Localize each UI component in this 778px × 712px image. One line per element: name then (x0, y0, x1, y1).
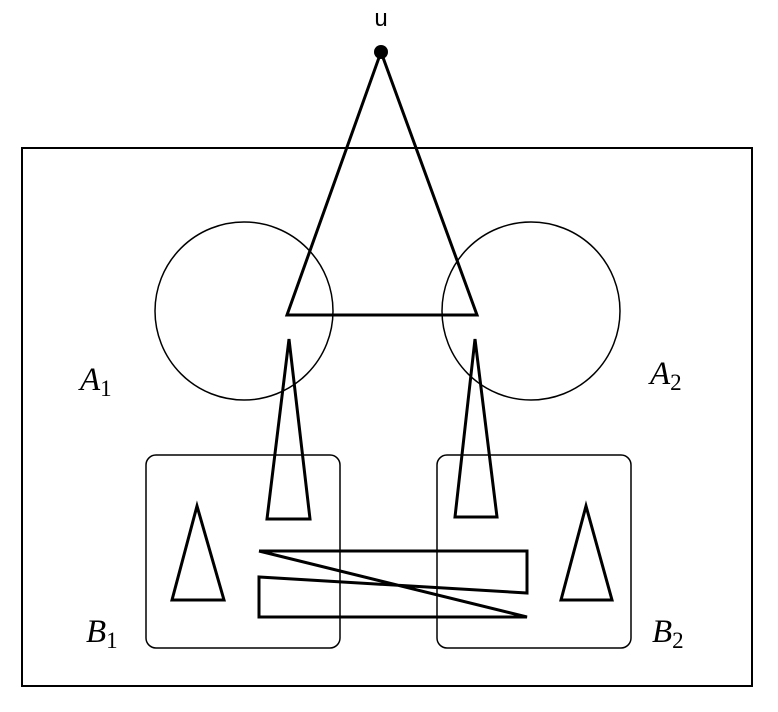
label-b2: B2 (652, 614, 684, 653)
b1-inner-triangle (170, 500, 226, 602)
left-narrow-triangle (265, 338, 312, 521)
label-b1: B1 (86, 614, 118, 653)
outer-frame (21, 147, 753, 687)
circle-a2 (441, 221, 621, 401)
root-label: u (374, 5, 387, 32)
right-narrow-triangle (453, 338, 499, 519)
root-node-dot (374, 45, 388, 59)
label-a2: A2 (648, 356, 682, 395)
b2-inner-triangle (559, 500, 614, 602)
zigzag-connector (257, 549, 529, 619)
circle-a1 (154, 221, 334, 401)
top-triangle (284, 47, 480, 317)
label-a1: A1 (78, 362, 112, 401)
